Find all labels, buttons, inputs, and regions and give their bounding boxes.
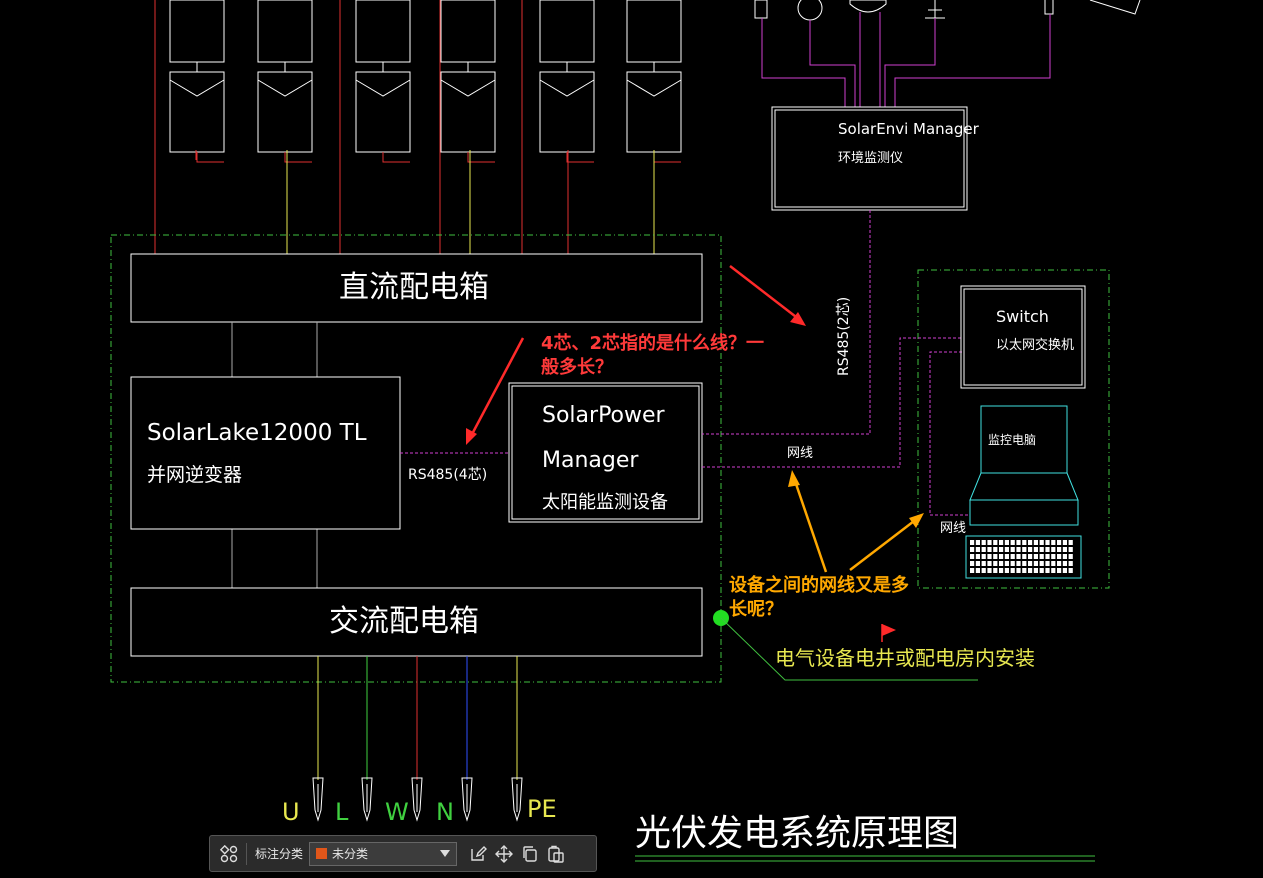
- paste-icon[interactable]: [543, 841, 569, 867]
- internal-wires: [231, 322, 318, 588]
- net-line-pc: [929, 351, 970, 516]
- annotation-red[interactable]: 4芯、2芯指的是什么线？一般多长？: [466, 265, 806, 445]
- terminal-labels: U L W N PE: [282, 795, 557, 826]
- main-enclosure: [110, 234, 722, 683]
- annotation-red-text: 4芯、2芯指的是什么线？一般多长？: [541, 332, 764, 378]
- terminal-l: L: [335, 798, 349, 826]
- sensor-cables: [761, 12, 1051, 107]
- terminal-plug: [361, 777, 373, 822]
- terminal-pe: PE: [527, 795, 557, 823]
- switch-model: Switch: [996, 307, 1049, 326]
- pv-panel: [539, 0, 595, 163]
- power-manager-line2: Manager: [542, 448, 639, 473]
- terminal-plug: [411, 777, 423, 822]
- power-manager-name: 太阳能监测设备: [542, 492, 668, 513]
- ac-distribution-box[interactable]: 交流配电箱: [130, 587, 703, 657]
- envi-manager-model: SolarEnvi Manager: [838, 120, 980, 138]
- monitor-pc[interactable]: 监控电脑: [965, 405, 1082, 579]
- switch-name: 以太网交换机: [996, 337, 1074, 353]
- grid-inverter[interactable]: SolarLake12000 TL 并网逆变器: [130, 376, 401, 530]
- netline-label-a: 网线: [787, 446, 813, 461]
- solar-envi-manager[interactable]: SolarEnvi Manager 环境监测仪: [771, 106, 980, 211]
- dc-distribution-box[interactable]: 直流配电箱: [130, 253, 703, 323]
- diagram-title: 光伏发电系统原理图: [635, 813, 959, 854]
- terminal-w: W: [385, 798, 409, 826]
- install-note-leader: [720, 617, 978, 681]
- pv-panel: [169, 0, 225, 163]
- terminal-plugs: [312, 777, 523, 822]
- grid-icon[interactable]: [216, 841, 242, 867]
- rs485-2-label: RS485(2芯): [836, 297, 852, 376]
- terminal-plug: [461, 777, 473, 822]
- annotation-orange-text: 设备之间的网线又是多长呢？: [729, 574, 909, 620]
- ac-box-label: 交流配电箱: [329, 604, 479, 639]
- rs485-2-line: [702, 210, 871, 435]
- terminal-u: U: [282, 798, 300, 826]
- category-label: 标注分类: [255, 847, 304, 861]
- dc-box-label: 直流配电箱: [339, 270, 489, 305]
- power-manager-line1: SolarPower: [542, 403, 666, 428]
- annotation-toolbar: 标注分类 未分类: [209, 835, 597, 872]
- inverter-name: 并网逆变器: [147, 464, 242, 486]
- pv-panel: [626, 0, 682, 163]
- keyboard: [965, 535, 1082, 579]
- move-icon[interactable]: [491, 841, 517, 867]
- ac-output-wires: [317, 656, 518, 780]
- ethernet-switch[interactable]: Switch 以太网交换机: [960, 285, 1086, 389]
- netline-label-b: 网线: [940, 521, 966, 536]
- pv-panel: [440, 0, 496, 163]
- pv-panel-array: [169, 0, 682, 163]
- terminal-plug: [312, 777, 324, 822]
- pv-panel: [355, 0, 411, 163]
- terminal-n: N: [436, 798, 454, 826]
- category-select[interactable]: 未分类: [309, 841, 458, 866]
- copy-icon[interactable]: [517, 841, 543, 867]
- category-value: 未分类: [332, 847, 369, 861]
- monitor-enclosure: [917, 269, 1110, 589]
- envi-manager-name: 环境监测仪: [838, 151, 903, 166]
- install-note: 电气设备电井或配电房内安装: [775, 646, 1035, 670]
- monitor-pc-label: 监控电脑: [988, 433, 1036, 447]
- rs485-4-label: RS485(4芯): [408, 467, 487, 483]
- net-line-main: [702, 337, 962, 468]
- dc-string-wires: [154, 0, 655, 254]
- flag-marker: [881, 624, 896, 642]
- edit-icon[interactable]: [465, 841, 491, 867]
- category-swatch: [316, 848, 328, 859]
- env-sensors: [754, 0, 1141, 21]
- inverter-model: SolarLake12000 TL: [147, 420, 367, 446]
- annotation-orange[interactable]: 设备之间的网线又是多长呢？: [729, 470, 924, 620]
- pv-panel: [257, 0, 313, 163]
- chevron-down-icon: [440, 849, 451, 857]
- solar-power-manager[interactable]: SolarPower Manager 太阳能监测设备: [508, 382, 703, 523]
- terminal-plug: [511, 777, 523, 822]
- toolbar-separator: [246, 842, 247, 865]
